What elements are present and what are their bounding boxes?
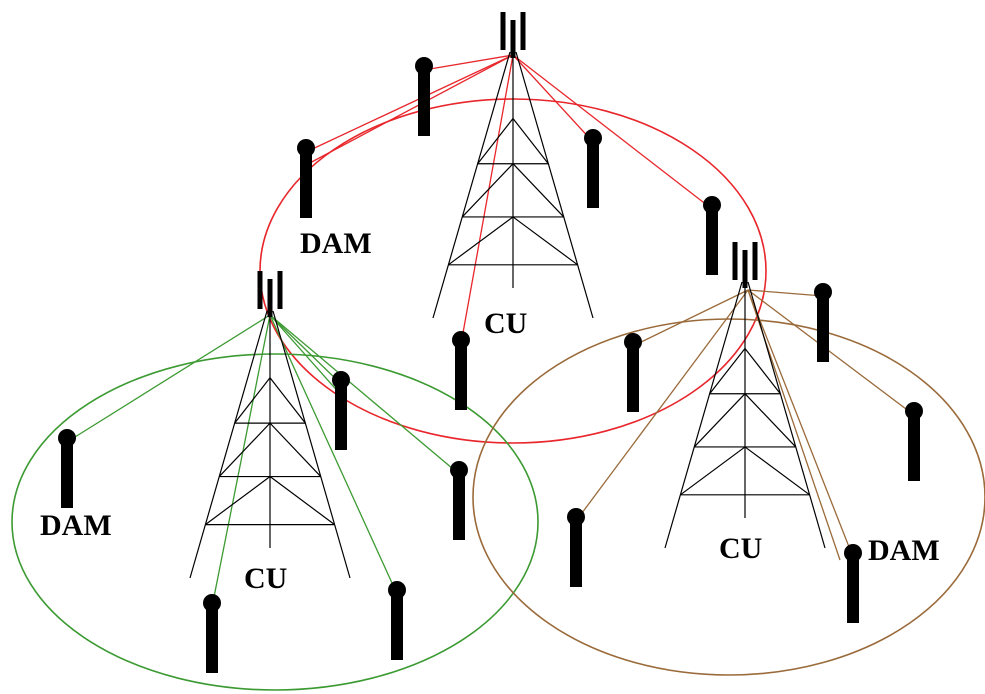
antenna-pole bbox=[455, 342, 467, 410]
dam-antenna-right bbox=[844, 544, 862, 623]
tower-leg bbox=[432, 51, 511, 319]
tower-panel-antenna bbox=[500, 12, 506, 50]
cu-tower-top bbox=[432, 12, 594, 319]
tower-panel-antenna bbox=[732, 242, 738, 280]
antenna-pole bbox=[206, 605, 218, 673]
dam-antenna-top bbox=[415, 57, 433, 136]
link-left bbox=[269, 314, 398, 595]
cell-right-coverage bbox=[472, 318, 985, 676]
antenna-pole bbox=[335, 382, 347, 450]
tower-leg bbox=[664, 281, 743, 549]
link-lines bbox=[66, 54, 915, 608]
link-top bbox=[305, 54, 514, 153]
link-left bbox=[269, 314, 460, 475]
cu-tower-right bbox=[664, 242, 826, 549]
tower-panel-antenna bbox=[520, 12, 526, 50]
antenna-pole bbox=[570, 519, 582, 587]
link-right bbox=[632, 289, 749, 347]
tower-brace bbox=[448, 216, 514, 266]
tower-panel-antenna bbox=[510, 20, 516, 58]
cu-tower-left bbox=[189, 271, 351, 579]
tower-leg bbox=[747, 281, 826, 549]
towers bbox=[189, 12, 826, 579]
tower-brace bbox=[512, 163, 565, 218]
dam-antenna-top bbox=[703, 196, 721, 275]
antenna-pole bbox=[587, 140, 599, 208]
dam-antenna-top bbox=[452, 331, 470, 410]
link-right bbox=[575, 289, 749, 522]
link-top bbox=[512, 54, 713, 210]
link-top bbox=[423, 54, 514, 71]
dam-antenna-right bbox=[624, 333, 642, 412]
link-right bbox=[747, 289, 915, 416]
tower-brace bbox=[269, 422, 322, 477]
tower-panel-antenna bbox=[752, 242, 758, 280]
tower-leg bbox=[189, 310, 268, 579]
dam-antennas bbox=[58, 57, 923, 673]
link-left bbox=[269, 314, 342, 385]
cell-left-coverage bbox=[11, 353, 539, 691]
antenna-pole bbox=[817, 294, 829, 362]
link-top bbox=[512, 54, 594, 143]
tower-brace bbox=[709, 348, 746, 395]
tower-brace bbox=[269, 377, 306, 424]
antenna-pole bbox=[61, 440, 73, 508]
dam-antenna-right bbox=[905, 402, 923, 481]
antenna-pole bbox=[418, 68, 430, 136]
cu-label-right: CU bbox=[719, 532, 762, 565]
cu-label-left: CU bbox=[244, 562, 287, 595]
dam-antenna-left bbox=[388, 581, 406, 660]
antenna-pole bbox=[908, 413, 920, 481]
cu-label-top: CU bbox=[484, 307, 527, 340]
dam-antenna-top bbox=[297, 139, 315, 218]
antenna-pole bbox=[706, 207, 718, 275]
tower-brace bbox=[269, 476, 335, 526]
tower-brace bbox=[744, 348, 781, 395]
link-left bbox=[269, 314, 342, 396]
dam-antenna-right bbox=[567, 508, 585, 587]
antenna-pole bbox=[300, 150, 312, 218]
link-right bbox=[747, 289, 854, 558]
tower-panel-antenna bbox=[742, 250, 748, 288]
tower-brace bbox=[512, 118, 549, 165]
antenna-pole bbox=[453, 472, 465, 540]
tower-brace bbox=[512, 216, 578, 266]
antenna-pole bbox=[391, 592, 403, 660]
dam-antenna-left bbox=[332, 371, 350, 450]
tower-brace bbox=[234, 377, 271, 424]
tower-leg bbox=[272, 310, 351, 579]
tower-brace bbox=[205, 476, 271, 526]
link-top bbox=[305, 54, 514, 166]
link-top bbox=[460, 54, 514, 345]
dam-antenna-left bbox=[450, 461, 468, 540]
tower-brace bbox=[744, 393, 797, 448]
tower-brace bbox=[744, 446, 810, 496]
tower-brace bbox=[693, 393, 746, 448]
dam-antenna-left bbox=[203, 594, 221, 673]
dam-label-top: DAM bbox=[300, 227, 372, 260]
tower-leg bbox=[515, 51, 594, 319]
dam-antenna-top bbox=[584, 129, 602, 208]
dam-label-right: DAM bbox=[868, 534, 940, 567]
dam-label-left: DAM bbox=[40, 509, 112, 542]
antenna-pole bbox=[847, 555, 859, 623]
tower-brace bbox=[477, 118, 514, 165]
tower-panel-antenna bbox=[277, 271, 283, 309]
tower-brace bbox=[680, 446, 746, 496]
dam-antenna-left bbox=[58, 429, 76, 508]
link-right bbox=[747, 289, 824, 297]
tower-brace bbox=[218, 422, 271, 477]
link-left bbox=[211, 314, 271, 608]
tower-panel-antenna bbox=[257, 271, 263, 309]
antenna-pole bbox=[627, 344, 639, 412]
link-left bbox=[66, 314, 271, 443]
tower-panel-antenna bbox=[267, 279, 273, 317]
tower-brace bbox=[461, 163, 514, 218]
dam-antenna-right bbox=[814, 283, 832, 362]
